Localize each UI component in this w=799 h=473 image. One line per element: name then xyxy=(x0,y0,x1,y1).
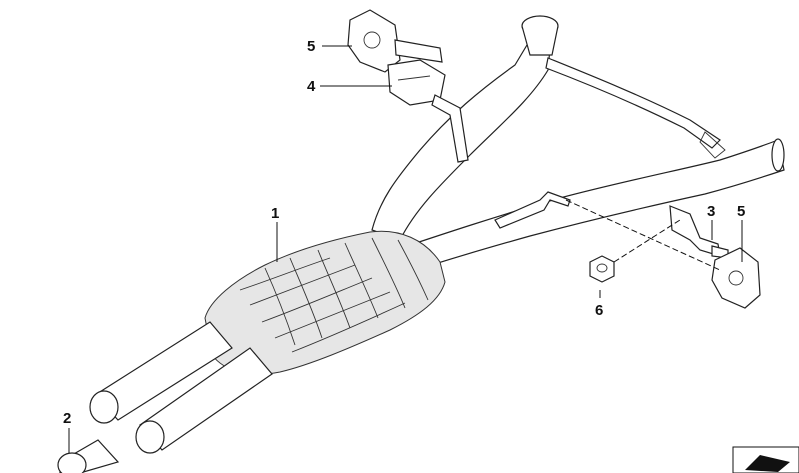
rubber-mount-upper xyxy=(347,9,443,73)
label-2: 2 xyxy=(63,410,71,427)
label-1: 1 xyxy=(271,205,279,222)
rubber-mount-right xyxy=(711,247,761,309)
tailpipe-trim xyxy=(57,439,120,473)
label-6: 6 xyxy=(595,302,603,319)
label-5a: 5 xyxy=(307,38,315,55)
leader-lines xyxy=(68,45,743,453)
label-5b: 5 xyxy=(737,203,745,220)
nut xyxy=(589,255,615,283)
callouts: 1 2 3 4 5 5 6 xyxy=(63,38,745,427)
vehicle-orientation-icon xyxy=(732,446,799,473)
rear-silencer-assembly xyxy=(89,230,446,454)
pipe-hanger-mid xyxy=(494,191,571,229)
bracket-upper xyxy=(387,59,469,163)
label-4: 4 xyxy=(307,78,316,95)
label-3: 3 xyxy=(707,203,715,220)
hanger-bracket xyxy=(669,205,729,259)
